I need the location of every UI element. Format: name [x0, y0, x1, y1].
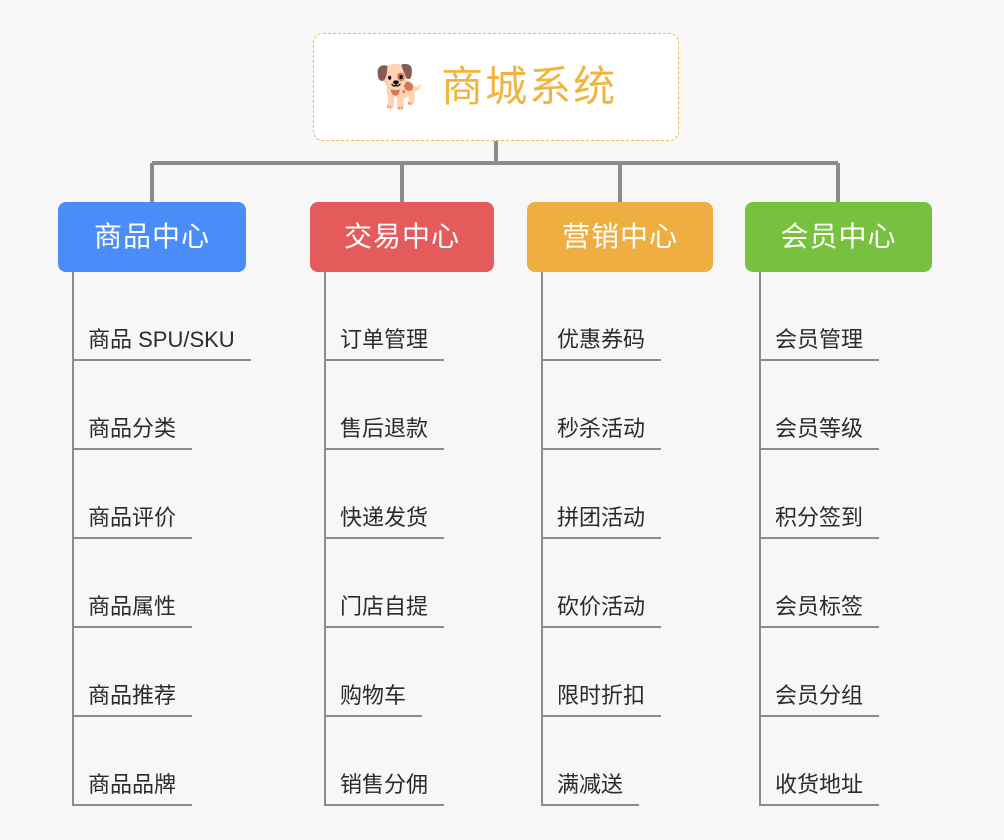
list-item-label: 拼团活动: [557, 505, 646, 530]
list-item[interactable]: 会员等级: [745, 361, 932, 450]
list-item-label: 满减送: [557, 772, 624, 797]
list-item[interactable]: 门店自提: [310, 539, 494, 628]
list-item-underline: [324, 715, 422, 717]
list-item-underline: [324, 804, 444, 806]
list-item-label: 收货地址: [775, 772, 864, 797]
list-item-label: 秒杀活动: [557, 416, 646, 441]
category-column: 商品中心商品 SPU/SKU 商品分类商品评价商品属性商品推荐商品品牌: [58, 202, 251, 806]
list-item[interactable]: 购物车: [310, 628, 494, 717]
list-item-underline: [759, 537, 879, 539]
category-header-1[interactable]: 商品中心: [58, 202, 246, 272]
list-item-underline: [72, 359, 251, 361]
list-item-underline: [541, 537, 661, 539]
list-spine: [324, 272, 326, 806]
list-item[interactable]: 优惠券码: [527, 272, 713, 361]
list-item-label: 商品评价: [88, 505, 177, 530]
list-item[interactable]: 售后退款: [310, 361, 494, 450]
list-item-underline: [759, 359, 879, 361]
list-item-underline: [72, 715, 192, 717]
list-item-underline: [72, 448, 192, 450]
list-item[interactable]: 砍价活动: [527, 539, 713, 628]
category-item-list: 订单管理售后退款快递发货门店自提购物车销售分佣: [310, 272, 494, 806]
list-item[interactable]: 商品属性: [58, 539, 246, 628]
category-header-4[interactable]: 会员中心: [745, 202, 932, 272]
list-item-label: 门店自提: [340, 594, 429, 619]
list-item-label: 订单管理: [340, 327, 429, 352]
category-header-3[interactable]: 营销中心: [527, 202, 713, 272]
list-item-label: 会员管理: [775, 327, 864, 352]
list-item-underline: [324, 537, 444, 539]
list-item-underline: [324, 626, 444, 628]
list-spine: [72, 272, 74, 806]
list-item-underline: [72, 804, 192, 806]
list-item-underline: [72, 626, 192, 628]
list-item-underline: [759, 804, 879, 806]
category-column: 会员中心会员管理会员等级积分签到会员标签会员分组收货地址: [745, 202, 932, 806]
list-item-label: 积分签到: [775, 505, 864, 530]
list-item[interactable]: 限时折扣: [527, 628, 713, 717]
list-item-label: 购物车: [340, 683, 407, 708]
list-item-label: 会员等级: [775, 416, 864, 441]
category-header-2[interactable]: 交易中心: [310, 202, 494, 272]
list-item[interactable]: 收货地址: [745, 717, 932, 806]
category-header-label: 商品中心: [93, 221, 210, 252]
list-item[interactable]: 商品推荐: [58, 628, 246, 717]
list-item[interactable]: 秒杀活动: [527, 361, 713, 450]
list-item-label: 快递发货: [340, 505, 429, 530]
list-item-label: 商品 SPU/SKU: [88, 327, 235, 352]
list-item-label: 砍价活动: [557, 594, 646, 619]
category-column: 交易中心订单管理售后退款快递发货门店自提购物车销售分佣: [310, 202, 494, 806]
list-item-underline: [541, 359, 661, 361]
list-item-label: 售后退款: [340, 416, 429, 441]
list-item-underline: [759, 626, 879, 628]
list-item[interactable]: 拼团活动: [527, 450, 713, 539]
list-item[interactable]: 会员管理: [745, 272, 932, 361]
list-item[interactable]: 销售分佣: [310, 717, 494, 806]
list-item-underline: [759, 448, 879, 450]
list-item-label: 限时折扣: [557, 683, 646, 708]
list-item[interactable]: 商品分类: [58, 361, 246, 450]
list-item[interactable]: 会员标签: [745, 539, 932, 628]
category-item-list: 商品 SPU/SKU 商品分类商品评价商品属性商品推荐商品品牌: [58, 272, 251, 806]
list-item-underline: [541, 448, 661, 450]
list-item-label: 销售分佣: [340, 772, 429, 797]
list-item-underline: [72, 537, 192, 539]
category-item-list: 优惠券码秒杀活动拼团活动砍价活动限时折扣满减送: [527, 272, 713, 806]
list-item-underline: [541, 626, 661, 628]
list-item[interactable]: 快递发货: [310, 450, 494, 539]
list-item[interactable]: 商品品牌: [58, 717, 246, 806]
root-node[interactable]: 🐕 商城系统: [313, 33, 679, 141]
list-item[interactable]: 满减送: [527, 717, 713, 806]
list-spine: [541, 272, 543, 806]
list-item-label: 会员分组: [775, 683, 864, 708]
list-item-label: 优惠券码: [557, 327, 646, 352]
list-item[interactable]: 订单管理: [310, 272, 494, 361]
category-header-label: 营销中心: [561, 221, 678, 252]
shiba-dog-face-icon: 🐕: [374, 63, 428, 110]
category-header-label: 会员中心: [780, 221, 897, 252]
list-item-underline: [541, 715, 661, 717]
list-item-label: 商品品牌: [88, 772, 177, 797]
list-item-underline: [541, 804, 639, 806]
category-column: 营销中心优惠券码秒杀活动拼团活动砍价活动限时折扣满减送: [527, 202, 713, 806]
list-item-label: 会员标签: [775, 594, 864, 619]
list-item[interactable]: 会员分组: [745, 628, 932, 717]
list-item-underline: [759, 715, 879, 717]
list-item[interactable]: 商品评价: [58, 450, 246, 539]
list-item-label: 商品分类: [88, 416, 177, 441]
category-header-label: 交易中心: [343, 221, 460, 252]
list-item[interactable]: 积分签到: [745, 450, 932, 539]
list-item-label: 商品推荐: [88, 683, 177, 708]
category-item-list: 会员管理会员等级积分签到会员标签会员分组收货地址: [745, 272, 932, 806]
list-item-underline: [324, 359, 444, 361]
list-item-underline: [324, 448, 444, 450]
list-item-label: 商品属性: [88, 594, 177, 619]
list-item[interactable]: 商品 SPU/SKU: [58, 272, 251, 361]
list-spine: [759, 272, 761, 806]
root-node-label: 商城系统: [441, 63, 618, 110]
